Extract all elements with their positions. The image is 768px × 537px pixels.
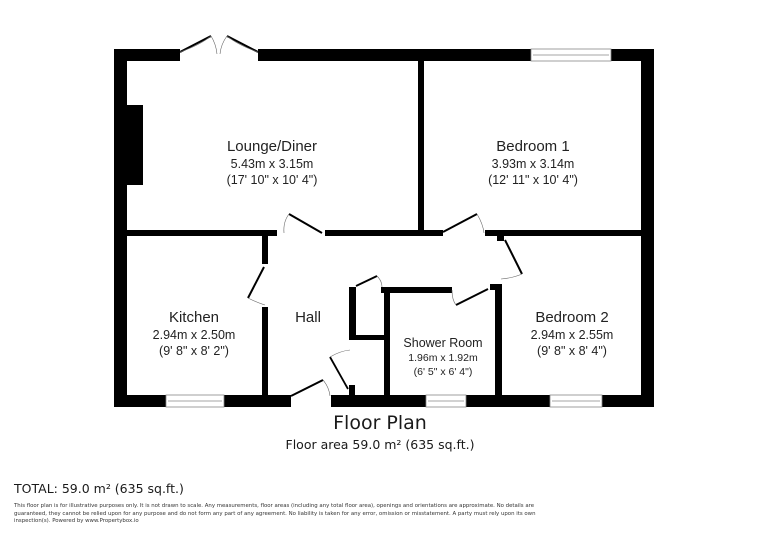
outer-wall-right: [641, 49, 654, 407]
floor-plan-drawing: [114, 35, 654, 408]
room-shower-room: Shower Room 1.96m x 1.92m (6' 5" x 6' 4"…: [403, 336, 482, 379]
wall-shower-top: [381, 287, 452, 293]
room-imperial: (12' 11" x 10' 4"): [488, 173, 578, 187]
wall-bedroom1-bedroom2: [485, 230, 641, 236]
room-name: Lounge/Diner: [226, 138, 318, 155]
room-imperial: (17' 10" x 10' 4"): [226, 173, 318, 187]
windows: [165, 48, 612, 408]
wall-stub-hall: [349, 385, 355, 395]
room-name: Bedroom 1: [496, 138, 570, 155]
outer-wall-left: [114, 49, 127, 407]
room-metric: 5.43m x 3.15m: [230, 157, 314, 171]
wall-lounge-bedroom1: [418, 61, 424, 236]
floor-plan: Lounge/Diner 5.43m x 3.15m (17' 10" x 10…: [114, 35, 654, 408]
outer-wall-bottom-right: [331, 395, 654, 407]
wall-cupboard-shower: [384, 287, 390, 395]
wall-stub-bedroom2: [490, 284, 502, 290]
wall-kitchen-hall-lower: [262, 307, 268, 395]
room-metric: 1.96m x 1.92m: [408, 352, 478, 364]
room-lounge-diner: Lounge/Diner 5.43m x 3.15m (17' 10" x 10…: [227, 138, 318, 188]
outer-wall-top-left: [114, 49, 180, 61]
room-name: Hall: [295, 309, 321, 326]
wall-kitchen-hall-upper: [262, 236, 268, 264]
plan-title: Floor Plan: [333, 412, 427, 434]
room-kitchen: Kitchen 2.94m x 2.50m (9' 8" x 8' 2"): [153, 309, 236, 359]
cupboard-wall-mid: [349, 335, 389, 340]
room-hall: Hall: [295, 309, 321, 327]
room-metric: 2.94m x 2.55m: [530, 328, 614, 342]
walls: [114, 49, 654, 407]
room-name: Bedroom 2: [535, 309, 609, 326]
doors: [179, 35, 523, 397]
room-metric: 3.93m x 3.14m: [491, 157, 575, 171]
cupboard-wall-left: [349, 287, 356, 335]
room-imperial: (6' 5" x 6' 4"): [413, 366, 473, 378]
wall-stub-bedroom2-top: [497, 236, 504, 241]
room-imperial: (9' 8" x 8' 2"): [159, 344, 229, 358]
room-metric: 2.94m x 2.50m: [152, 328, 236, 342]
room-bedroom-2: Bedroom 2 2.94m x 2.55m (9' 8" x 8' 4"): [531, 309, 614, 359]
room-name: Shower Room: [403, 336, 483, 350]
disclaimer: This floor plan is for illustrative purp…: [14, 503, 536, 525]
room-bedroom-1: Bedroom 1 3.93m x 3.14m (12' 11" x 10' 4…: [488, 138, 578, 188]
total-area: TOTAL: 59.0 m² (635 sq.ft.): [14, 481, 184, 496]
chimney-breast: [127, 105, 143, 185]
wall-lounge-kitchen: [127, 230, 277, 236]
wall-lounge-hall: [325, 230, 443, 236]
room-imperial: (9' 8" x 8' 4"): [537, 344, 607, 358]
wall-shower-bedroom2: [495, 284, 502, 395]
room-name: Kitchen: [168, 309, 220, 326]
floor-area: Floor area 59.0 m² (635 sq.ft.): [285, 437, 475, 452]
